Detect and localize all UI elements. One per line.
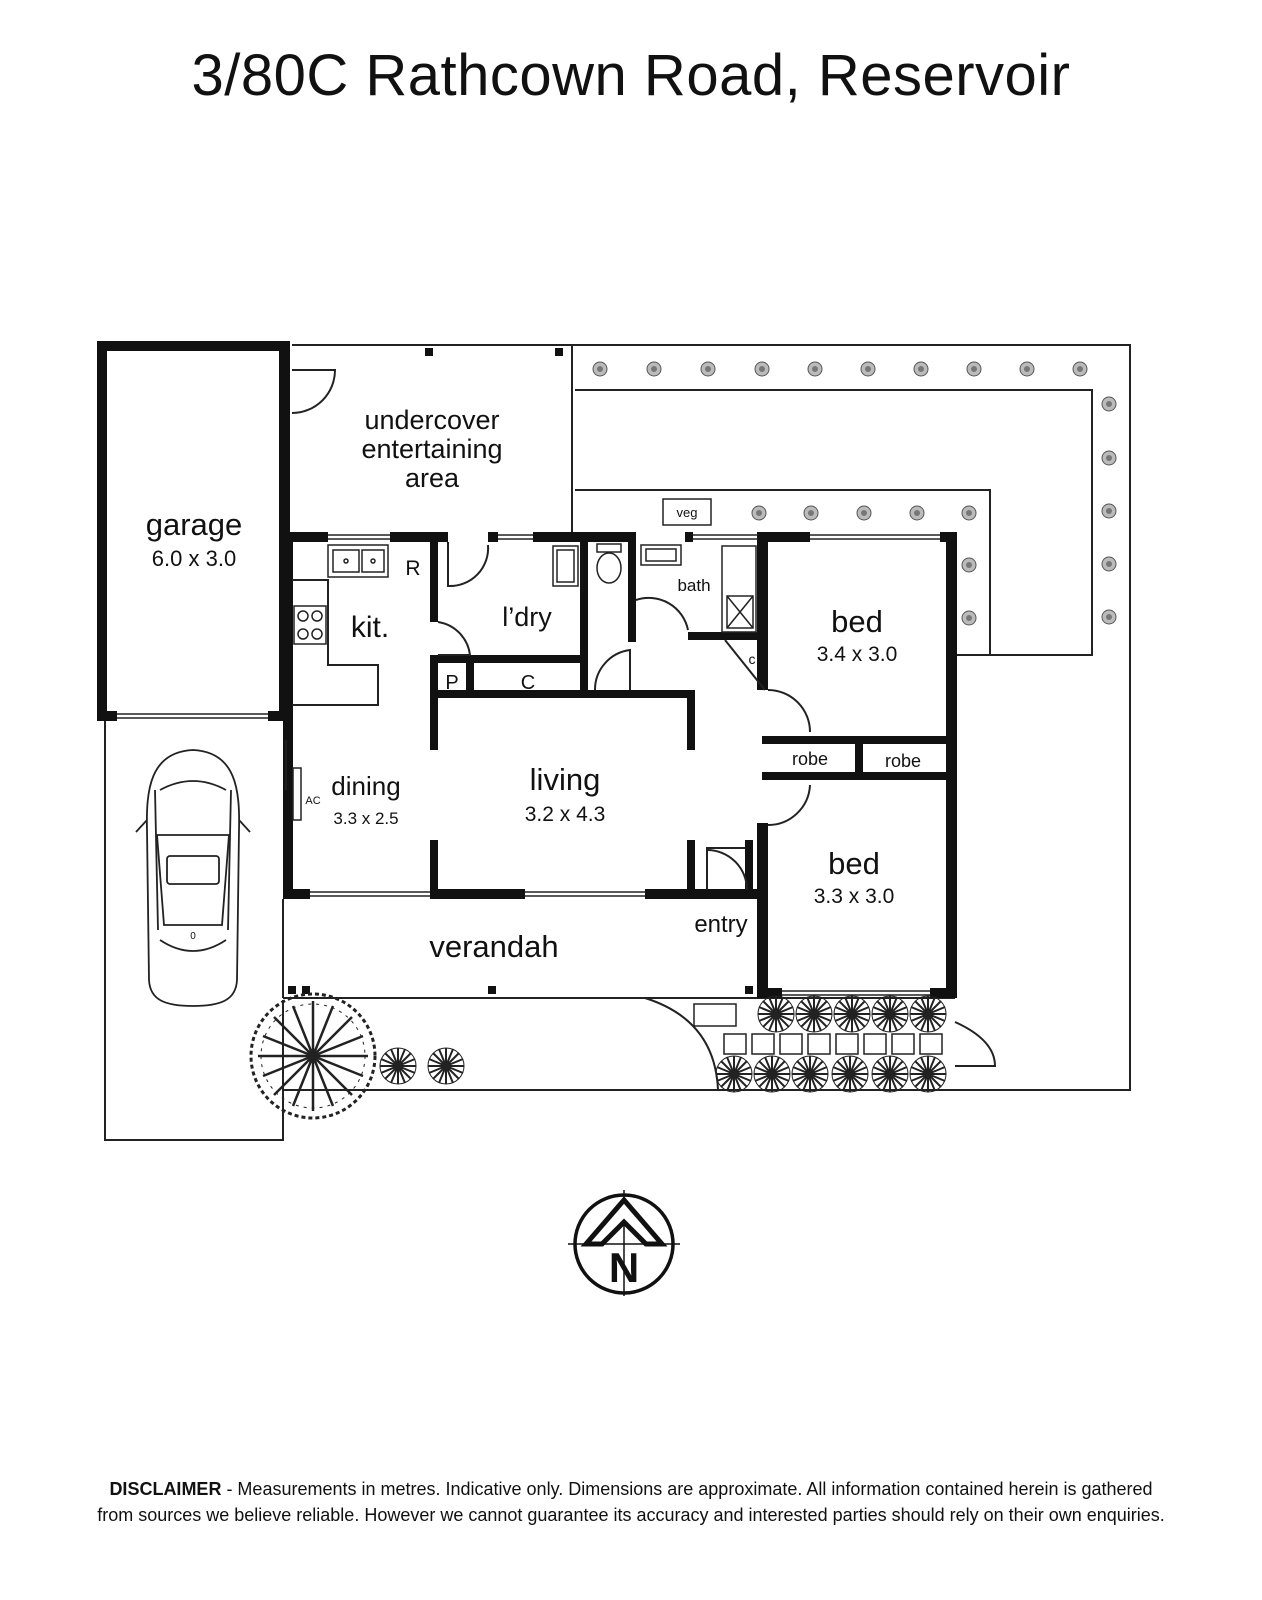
- kitchen-bench: [292, 579, 379, 706]
- linen-cupboard: [724, 639, 766, 691]
- cooktop-icon: [293, 605, 327, 645]
- veg-label: veg: [677, 505, 698, 520]
- sink-icon: [327, 544, 389, 578]
- bed1-label: bed: [831, 604, 883, 639]
- robe2-label: robe: [885, 751, 921, 771]
- garage-walls: [97, 341, 290, 721]
- ac-unit: [292, 767, 302, 821]
- undercover-area-outline: [291, 344, 572, 414]
- bed2-size: 3.3 x 3.0: [814, 885, 895, 908]
- bed2-label: bed: [828, 846, 880, 881]
- ac-label: AC: [305, 795, 320, 807]
- compass-letter: N: [609, 1244, 639, 1291]
- robe1-label: robe: [792, 749, 828, 769]
- verandah-label: verandah: [429, 929, 558, 964]
- disclaimer-line-2: from sources we believe reliable. Howeve…: [97, 1505, 1165, 1525]
- plan-title: 3/80C Rathcown Road, Reservoir: [191, 43, 1071, 108]
- toilet-icon: [596, 543, 622, 584]
- disclaimer-heading: DISCLAIMER: [109, 1479, 222, 1499]
- house-walls: [283, 532, 957, 998]
- cupboard-label: C: [521, 672, 535, 694]
- disclaimer-line-1: - Measurements in metres. Indicative onl…: [221, 1479, 1153, 1499]
- vanity-icon: [640, 544, 682, 566]
- linen-label: c: [749, 651, 756, 667]
- interior-walls: [430, 532, 952, 895]
- disclaimer: DISCLAIMER - Measurements in metres. Ind…: [30, 1476, 1232, 1528]
- living-size: 3.2 x 4.3: [525, 803, 606, 826]
- car-icon: [135, 749, 251, 1007]
- garden-pavers: [693, 1003, 943, 1055]
- laundry-label: l’dry: [502, 602, 552, 632]
- pantry-label: P: [445, 672, 458, 694]
- undercover-label-1: undercover: [364, 405, 499, 435]
- shower-icon: [721, 545, 757, 633]
- fridge-label: R: [405, 557, 420, 580]
- garden-pebbles: [592, 361, 1117, 626]
- verandah-outline: [282, 899, 757, 999]
- doors: [437, 542, 811, 891]
- dining-size: 3.3 x 2.5: [333, 809, 398, 828]
- garage-label: garage: [146, 507, 243, 542]
- laundry-tub-icon: [552, 545, 579, 587]
- windows: [285, 534, 940, 996]
- bed1-size: 3.4 x 3.0: [817, 643, 898, 666]
- undercover-label-3: area: [405, 463, 460, 493]
- car-label: 0: [190, 931, 196, 942]
- garage-size: 6.0 x 3.0: [152, 546, 236, 571]
- site-boundary: [104, 344, 1131, 1141]
- bath-label: bath: [677, 576, 710, 595]
- dining-label: dining: [331, 771, 400, 801]
- veg-patch: veg: [662, 498, 712, 526]
- garden-shrubs: [249, 992, 947, 1120]
- entry-label: entry: [694, 911, 747, 938]
- living-label: living: [530, 762, 601, 797]
- north-arrow-icon: N: [568, 1190, 680, 1296]
- kitchen-label: kit.: [351, 611, 389, 644]
- undercover-label-2: entertaining: [361, 434, 502, 464]
